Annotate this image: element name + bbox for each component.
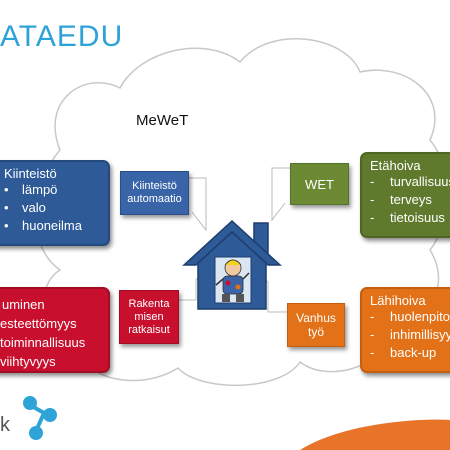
cloud-title: MeWeT — [136, 112, 189, 129]
rakentaminen-list: uminen esteettömyys toiminnallisuus viih… — [0, 295, 108, 371]
list-item: huoneilma — [4, 217, 108, 235]
network-logo-icon — [23, 396, 57, 440]
rakentaminen-box: uminen esteettömyys toiminnallisuus viih… — [0, 287, 110, 373]
list-item: inhimillisyys — [370, 326, 450, 344]
list-item: lämpö — [4, 181, 108, 199]
etahoiva-list: turvallisuus terveys tietoisuus — [370, 173, 450, 227]
automaatio-box: Kiinteistö automaatio — [120, 171, 189, 215]
rakenta-box: Rakenta misen ratkaisut — [119, 290, 179, 344]
kiinteisto-title: Kiinteistö — [4, 166, 57, 181]
list-item: viihtyvyys — [0, 354, 56, 369]
lahihoiva-box: Lähihoiva huolenpito inhimillisyys back-… — [360, 287, 450, 373]
kiinteisto-list: lämpö valo huoneilma — [4, 181, 108, 235]
list-item: terveys — [370, 191, 450, 209]
lahihoiva-title: Lähihoiva — [370, 293, 426, 308]
brand-text-fragment: k — [0, 414, 10, 436]
callout-automaatio — [186, 177, 207, 232]
vanhus-line-2: työ — [307, 325, 324, 339]
rakenta-line-2: misen — [134, 310, 164, 323]
vanhus-box: Vanhus työ — [287, 303, 345, 347]
automaatio-line-2: automaatio — [127, 193, 182, 205]
wet-label: WET — [305, 176, 334, 192]
house-icon — [182, 219, 282, 310]
automaatio-line-1: Kiinteistö — [132, 180, 177, 192]
cartoon-person-icon — [215, 259, 250, 302]
bottom-swoosh — [300, 419, 450, 450]
rakenta-line-1: Rakenta — [128, 297, 170, 310]
etahoiva-title: Etähoiva — [370, 158, 421, 173]
list-item: huolenpito — [370, 308, 450, 326]
callout-wet — [271, 167, 290, 222]
wet-box: WET — [290, 163, 349, 205]
list-item: esteettömyys — [0, 316, 77, 331]
logo-text: ATAEDU — [0, 20, 124, 53]
list-item: turvallisuus — [370, 173, 450, 191]
list-item: uminen — [2, 297, 45, 312]
kiinteisto-box: Kiinteistö lämpö valo huoneilma — [0, 160, 110, 246]
vanhus-line-1: Vanhus — [296, 311, 336, 325]
etahoiva-box: Etähoiva turvallisuus terveys tietoisuus — [360, 152, 450, 238]
list-item: tietoisuus — [370, 209, 450, 227]
list-item: toiminnallisuus — [0, 335, 86, 350]
rakenta-line-3: ratkaisut — [128, 323, 170, 336]
lahihoiva-list: huolenpito inhimillisyys back-up — [370, 308, 450, 362]
list-item: back-up — [370, 344, 450, 362]
list-item: valo — [4, 199, 108, 217]
